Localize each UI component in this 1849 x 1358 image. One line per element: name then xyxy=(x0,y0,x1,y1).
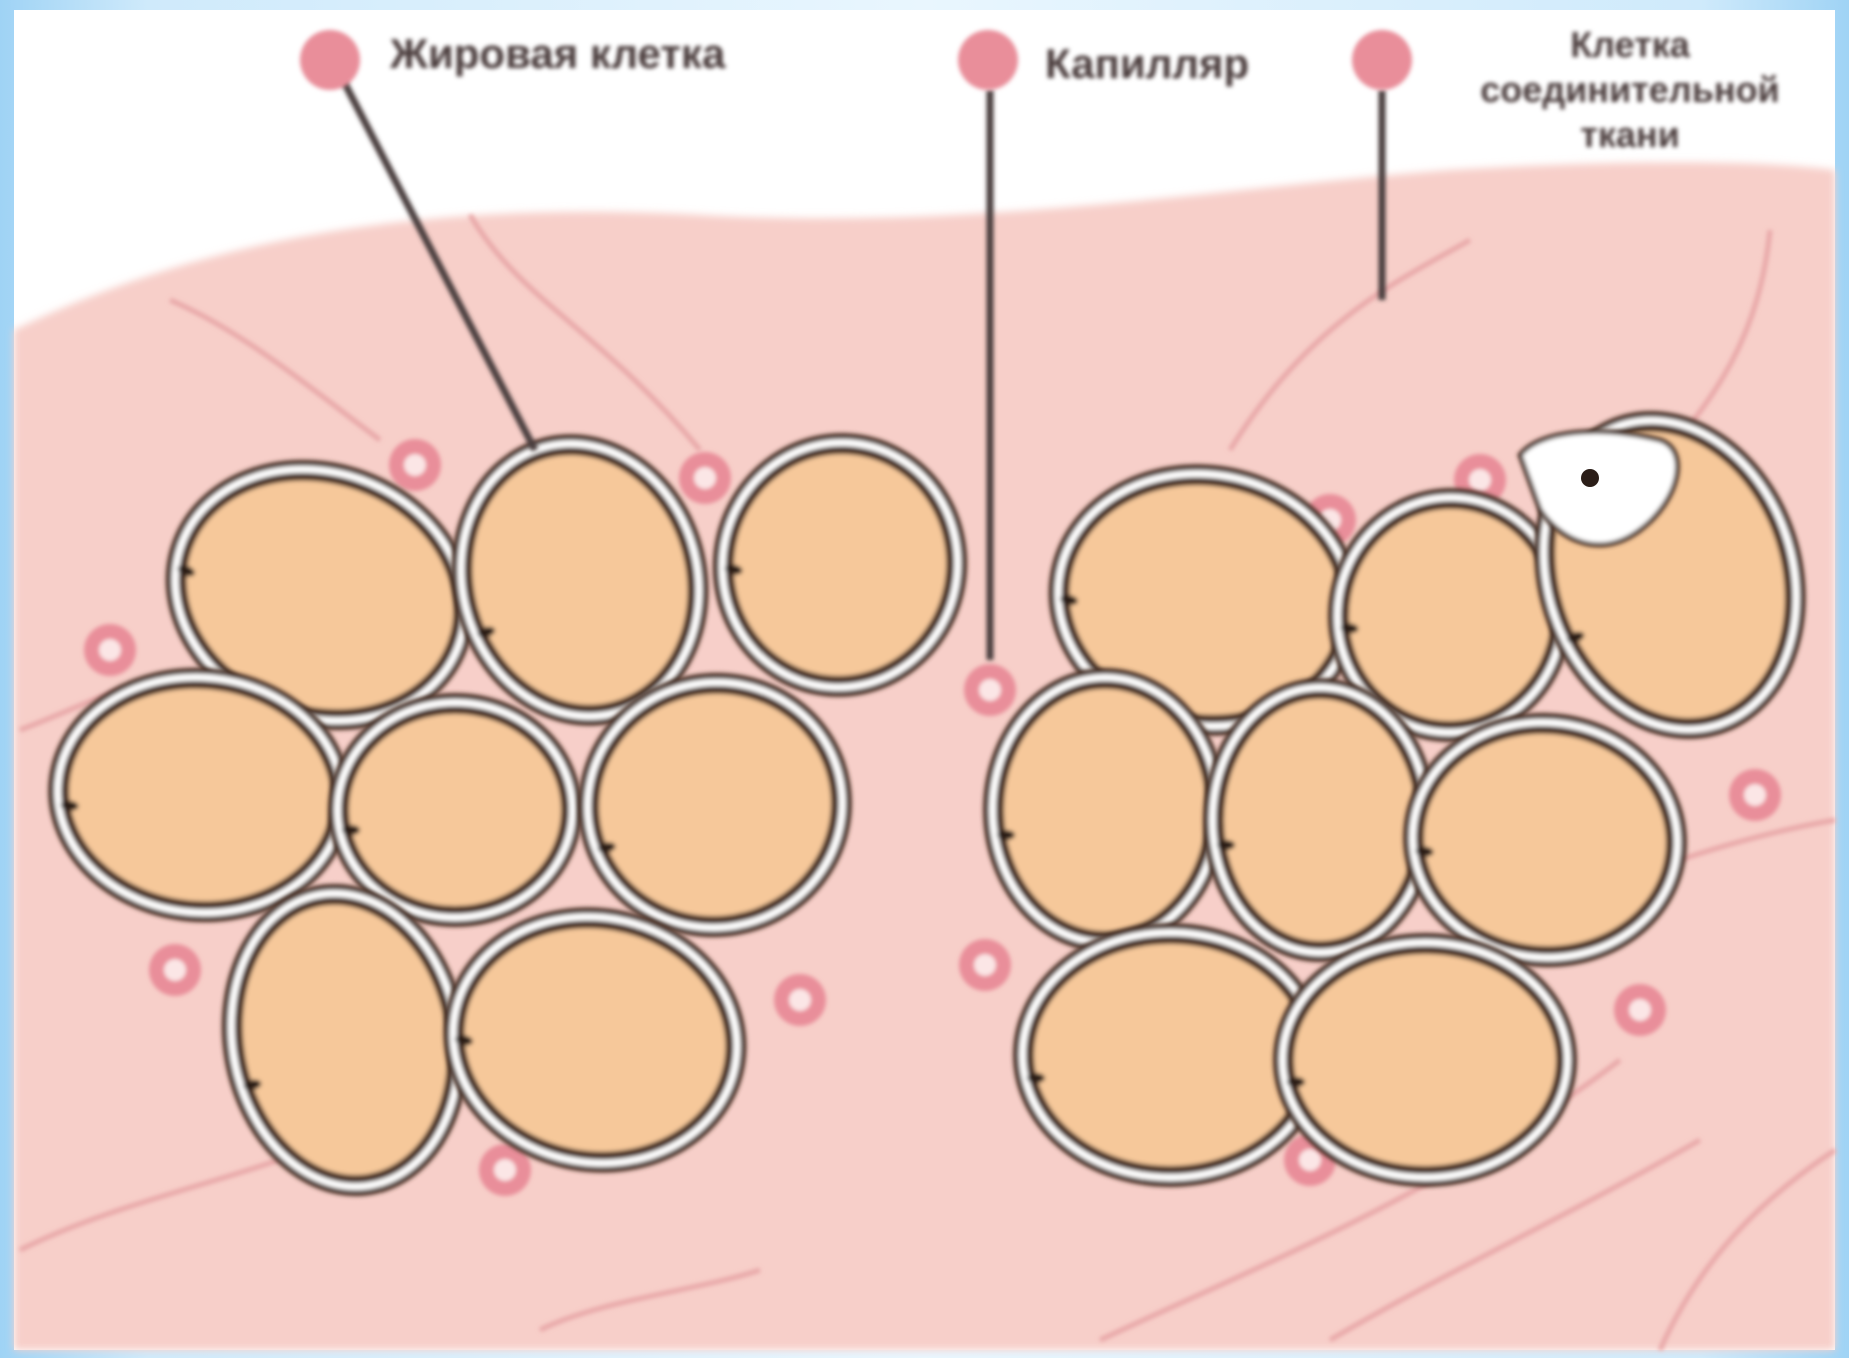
capillary-lumen xyxy=(979,679,1001,701)
capillary-lumen xyxy=(1744,784,1766,806)
fat-droplet xyxy=(1000,685,1210,935)
label-connective-tissue-line-1: Клетка xyxy=(1440,22,1820,67)
capillary-lumen xyxy=(789,989,811,1011)
label-connective-tissue: Клетка соединительной ткани xyxy=(1440,22,1820,157)
capillary-lumen xyxy=(694,467,716,489)
fat-cell xyxy=(331,696,579,924)
cell-nucleus xyxy=(1217,840,1235,850)
capillary-lumen xyxy=(404,454,426,476)
capillary-lumen xyxy=(1629,999,1651,1021)
cell-nucleus xyxy=(1287,1077,1305,1087)
capillary-lumen xyxy=(99,639,121,661)
legend-dot-connective-tissue xyxy=(1352,30,1412,90)
capillary-lumen xyxy=(974,954,996,976)
capillary-lumen xyxy=(494,1159,516,1181)
capillary-lumen xyxy=(1469,469,1491,491)
fat-cell xyxy=(1276,936,1574,1184)
fat-droplet xyxy=(1030,940,1310,1170)
capillary-lumen xyxy=(164,959,186,981)
label-connective-tissue-line-2: соединительной xyxy=(1440,67,1820,112)
cell-nucleus xyxy=(1027,1073,1045,1083)
fat-droplet xyxy=(1220,695,1420,945)
label-fat-cell: Жировая клетка xyxy=(390,28,725,81)
fat-droplet xyxy=(345,710,565,910)
legend-dot-capillary xyxy=(958,30,1018,90)
label-capillary: Капилляр xyxy=(1045,38,1249,91)
label-connective-tissue-line-3: ткани xyxy=(1440,112,1820,157)
connective-tissue-nucleus xyxy=(1581,469,1599,487)
legend-dot-fat-cell xyxy=(300,30,360,90)
fat-cell xyxy=(986,671,1224,949)
capillary-lumen xyxy=(1299,1149,1321,1171)
fat-cell xyxy=(1206,681,1434,959)
cell-nucleus xyxy=(342,825,360,835)
cell-nucleus xyxy=(997,830,1015,840)
fat-droplet xyxy=(1290,950,1560,1170)
